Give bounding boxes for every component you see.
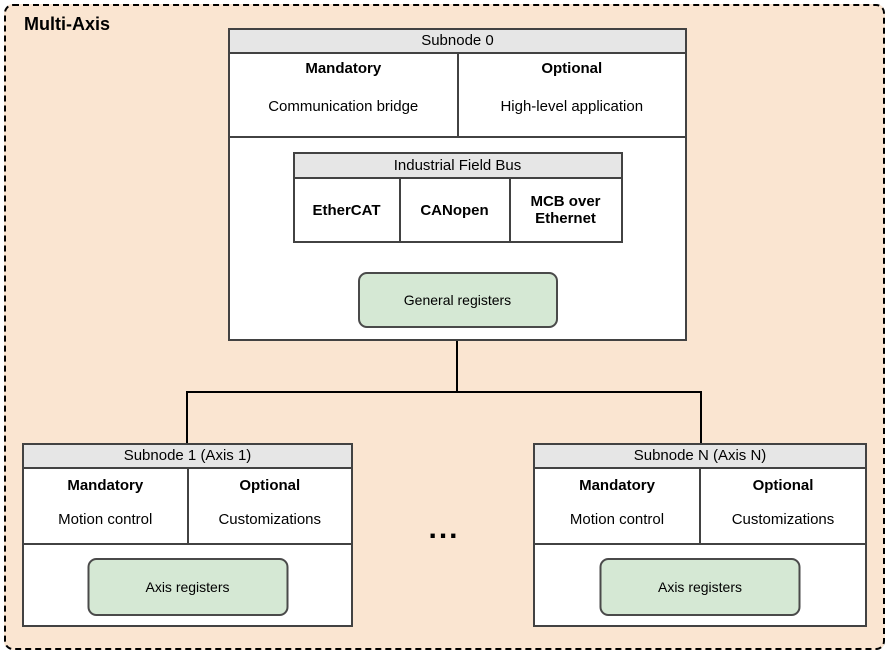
optional-value: Customizations — [731, 511, 835, 528]
mandatory-value: Motion control — [58, 511, 153, 528]
subnode-0-optional-cell: Optional High-level application — [459, 54, 686, 136]
subnode-0-box: Subnode 0 Mandatory Communication bridge… — [228, 28, 687, 341]
industrial-field-bus-header: Industrial Field Bus — [294, 154, 621, 179]
subnode-n-header: Subnode N (Axis N) — [535, 445, 865, 469]
subnode-1-mandatory-optional-row: Mandatory Motion control Optional Custom… — [24, 469, 351, 545]
subnode-n-box: Subnode N (Axis N) Mandatory Motion cont… — [533, 443, 867, 627]
connector-left-drop-line — [186, 391, 188, 443]
field-bus-canopen-cell: CANopen — [398, 179, 511, 241]
optional-value: Customizations — [218, 511, 322, 528]
axis-1-registers-box: Axis registers — [87, 558, 288, 616]
general-registers-box: General registers — [357, 272, 558, 328]
subnode-1-box: Subnode 1 (Axis 1) Mandatory Motion cont… — [22, 443, 353, 627]
axis-n-registers-box: Axis registers — [599, 558, 801, 616]
subnode-n-body: Axis registers — [535, 545, 865, 625]
subnode-1-header: Subnode 1 (Axis 1) — [24, 445, 351, 469]
field-bus-mcb-ethernet-cell: MCB over Ethernet — [530, 193, 601, 227]
diagram-title: Multi-Axis — [24, 14, 111, 34]
connector-trunk-line — [456, 341, 458, 393]
connector-right-drop-line — [700, 391, 702, 443]
subnode-1-mandatory-cell: Mandatory Motion control — [24, 469, 189, 543]
industrial-field-bus-table: Industrial Field Bus EtherCAT CANopen MC… — [292, 152, 623, 243]
mandatory-label: Mandatory — [305, 60, 382, 77]
optional-label: Optional — [239, 477, 301, 494]
industrial-field-bus-cells: EtherCAT CANopen MCB over Ethernet — [295, 179, 621, 241]
subnode-0-mandatory-cell: Mandatory Communication bridge — [230, 54, 459, 136]
subnode-0-header: Subnode 0 — [230, 30, 685, 54]
mandatory-label: Mandatory — [67, 477, 144, 494]
connector-horizontal-line — [186, 391, 702, 393]
subnode-1-optional-cell: Optional Customizations — [189, 469, 352, 543]
subnode-0-mandatory-optional-row: Mandatory Communication bridge Optional … — [230, 54, 685, 138]
subnode-n-optional-cell: Optional Customizations — [701, 469, 865, 543]
mandatory-value: Motion control — [569, 511, 665, 528]
mandatory-label: Mandatory — [579, 477, 655, 494]
subnode-0-body: Industrial Field Bus EtherCAT CANopen MC… — [230, 138, 685, 339]
optional-label: Optional — [541, 60, 603, 77]
field-bus-ethercat-cell: EtherCAT — [312, 201, 381, 219]
optional-value: High-level application — [500, 98, 644, 115]
subnode-1-body: Axis registers — [24, 545, 351, 625]
mandatory-value: Communication bridge — [268, 98, 419, 115]
more-subnodes-ellipsis: ... — [428, 512, 460, 545]
subnode-n-mandatory-cell: Mandatory Motion control — [535, 469, 701, 543]
optional-label: Optional — [752, 477, 814, 494]
subnode-n-mandatory-optional-row: Mandatory Motion control Optional Custom… — [535, 469, 865, 545]
